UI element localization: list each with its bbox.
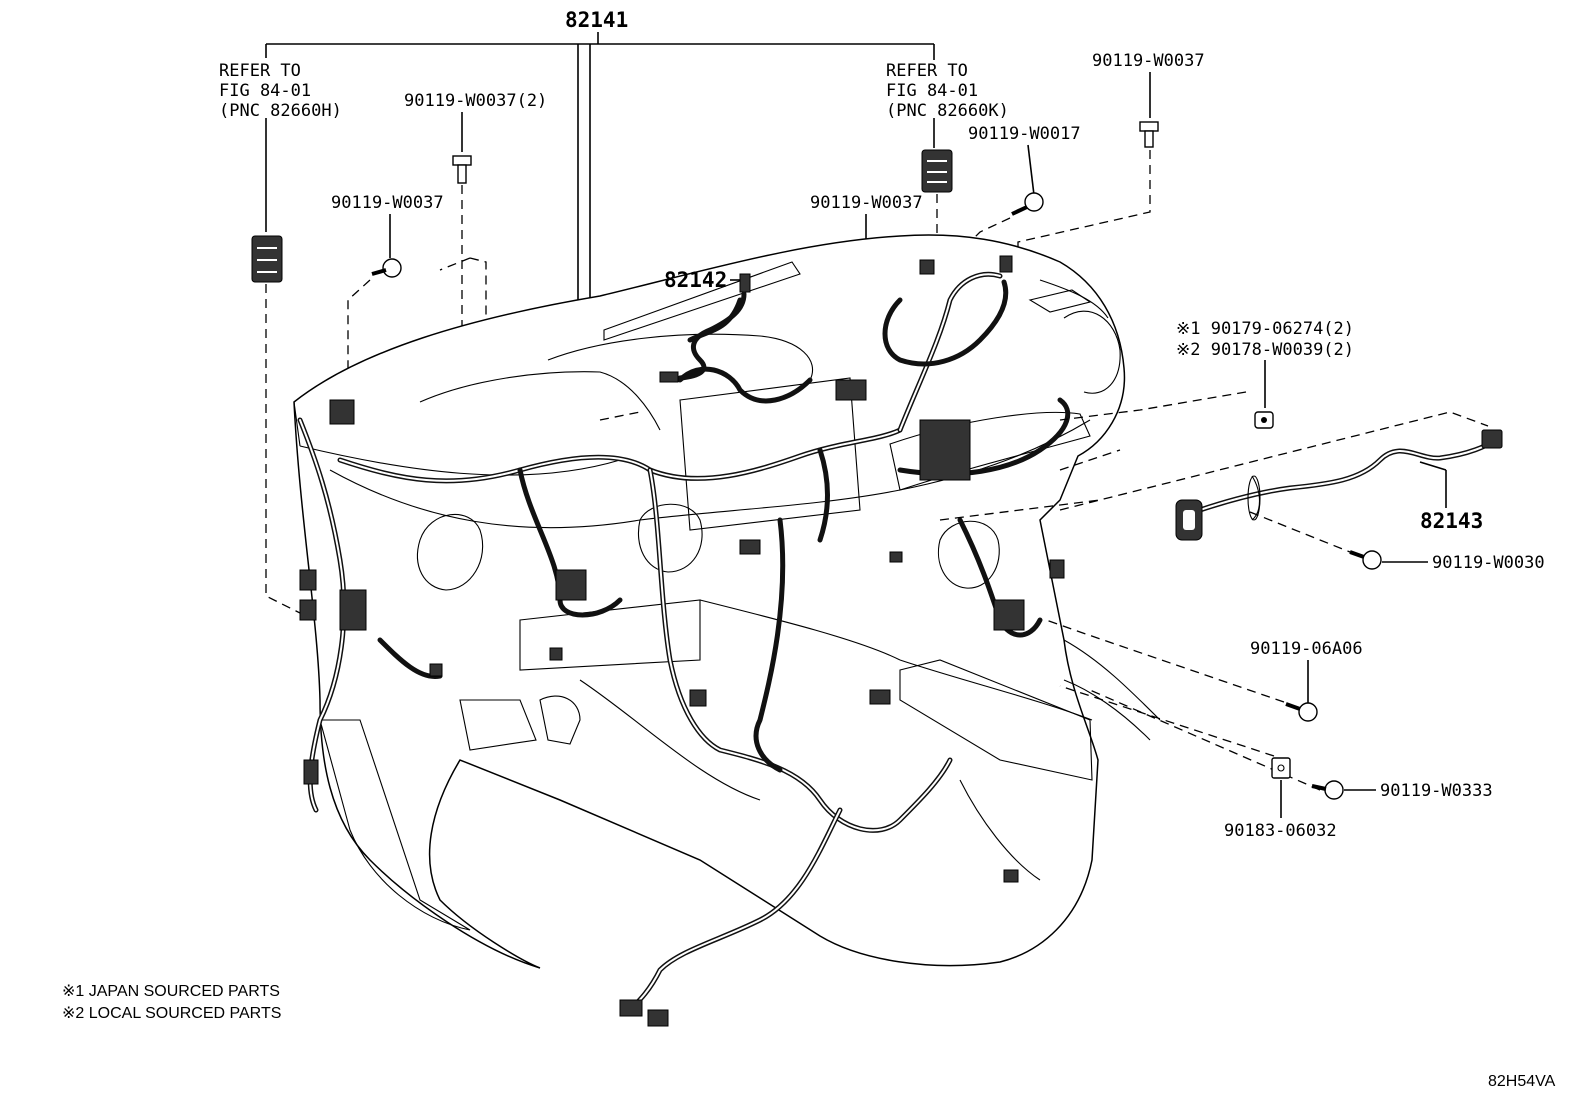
label-82141[interactable]: 82141: [565, 8, 628, 32]
label-bolt-w0030[interactable]: 90119-W0030: [1432, 553, 1545, 573]
bolt-w0030-group: 90119-W0030: [1249, 511, 1545, 573]
bolt-w0037-left-group: 90119-W0037: [331, 193, 444, 420]
clip-group: ※1 90179-06274(2) ※2 90178-W0039(2): [1059, 319, 1354, 429]
connector-icon[interactable]: [739, 273, 751, 293]
bolt-w0037-right-group: 90119-W0037: [1017, 51, 1205, 270]
connector-82660k-icon[interactable]: [921, 149, 953, 193]
connector-icon[interactable]: [549, 647, 563, 661]
nut-icon[interactable]: [1271, 757, 1291, 779]
note-japan: ※1 JAPAN SOURCED PARTS: [62, 983, 280, 1000]
label-clip-jp[interactable]: ※1 90179-06274(2): [1176, 319, 1354, 339]
bolt-w0017-group: 90119-W0017: [967, 124, 1081, 330]
instrument-panel-outline: [293, 234, 1161, 969]
connector-82660h-icon[interactable]: [251, 235, 283, 283]
bolt-icon[interactable]: [452, 155, 472, 184]
harness-82141-wires: [297, 271, 1071, 1013]
bolt-icon[interactable]: [1011, 192, 1044, 216]
bolt-icon[interactable]: [371, 258, 402, 278]
nut-bolt-group: 90119-W0333 90183-06032: [1059, 685, 1493, 841]
connector-icon[interactable]: [647, 1009, 669, 1027]
connector-icon[interactable]: [619, 999, 643, 1017]
label-bolt-w0333[interactable]: 90119-W0333: [1380, 781, 1493, 801]
connector-icon[interactable]: [1481, 429, 1503, 449]
label-bolt-w0037-right[interactable]: 90119-W0037: [1092, 51, 1205, 71]
connector-icon[interactable]: [329, 399, 355, 425]
connector-icon[interactable]: [999, 255, 1013, 273]
refer-left-line1: REFER TO: [219, 61, 301, 81]
junction-block-icon[interactable]: [919, 419, 971, 481]
label-bolt-06a06[interactable]: 90119-06A06: [1250, 639, 1363, 659]
bolt-icon[interactable]: [1349, 550, 1382, 570]
label-bolt-w0037-center[interactable]: 90119-W0037: [810, 193, 923, 213]
connector-icon[interactable]: [835, 379, 867, 401]
connector-icon[interactable]: [659, 371, 679, 383]
connector-icon[interactable]: [555, 569, 587, 601]
refer-right-line1: REFER TO: [886, 61, 968, 81]
bolt-icon[interactable]: [1139, 121, 1159, 148]
grommet-icon[interactable]: [1175, 499, 1203, 541]
clip-icon[interactable]: [1254, 411, 1274, 429]
harness-82143-group: 82143: [1059, 411, 1503, 541]
label-bolt-w0037-left[interactable]: 90119-W0037: [331, 193, 444, 213]
refer-right-line3: (PNC 82660K): [886, 101, 1009, 121]
label-nut-06032[interactable]: 90183-06032: [1224, 821, 1337, 841]
refer-left-block: REFER TO FIG 84-01 (PNC 82660H): [219, 61, 342, 629]
harness-82142-group: 82142: [659, 268, 751, 383]
note-local: ※2 LOCAL SOURCED PARTS: [62, 1005, 281, 1022]
label-82143[interactable]: 82143: [1420, 509, 1483, 533]
refer-left-line2: FIG 84-01: [219, 81, 311, 101]
connector-icon[interactable]: [869, 689, 891, 705]
figure-code: 82H54VA: [1488, 1073, 1556, 1090]
leader-dashes: [439, 257, 1121, 521]
connector-icon[interactable]: [303, 759, 319, 785]
connector-icon[interactable]: [993, 599, 1025, 631]
connector-icon[interactable]: [739, 539, 761, 555]
connector-icon[interactable]: [299, 569, 317, 591]
label-clip-local[interactable]: ※2 90178-W0039(2): [1176, 340, 1354, 360]
label-82142[interactable]: 82142: [664, 268, 727, 292]
harness-connectors: [299, 255, 1065, 1027]
footnotes: ※1 JAPAN SOURCED PARTS ※2 LOCAL SOURCED …: [62, 983, 281, 1022]
connector-icon[interactable]: [1003, 869, 1019, 883]
bolt-icon[interactable]: [1285, 702, 1318, 722]
connector-icon[interactable]: [689, 689, 707, 707]
connector-icon[interactable]: [889, 551, 903, 563]
bolt-06a06-group: 90119-06A06: [1045, 619, 1363, 722]
label-bolt-w0017[interactable]: 90119-W0017: [968, 124, 1081, 144]
connector-icon[interactable]: [299, 599, 317, 621]
bolt-icon[interactable]: [1311, 780, 1344, 800]
connector-icon[interactable]: [1049, 559, 1065, 579]
connector-icon[interactable]: [429, 663, 443, 677]
connector-icon[interactable]: [919, 259, 935, 275]
relay-block-icon[interactable]: [339, 589, 367, 631]
label-bolt-w0037-2[interactable]: 90119-W0037(2): [404, 91, 547, 111]
refer-left-line3: (PNC 82660H): [219, 101, 342, 121]
refer-right-line2: FIG 84-01: [886, 81, 978, 101]
